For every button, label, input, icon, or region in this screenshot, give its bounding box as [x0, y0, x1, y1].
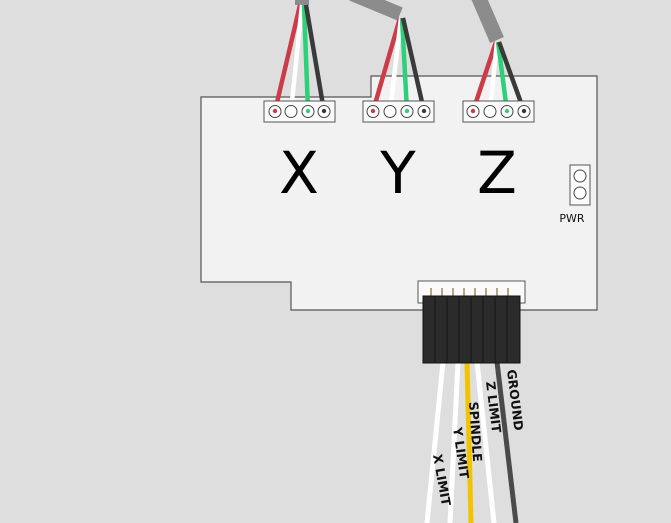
wire-label-spindle: SPINDLE — [466, 401, 485, 462]
wire-label-y-limit: Y LIMIT — [450, 425, 472, 480]
axis-label-y: Y — [379, 139, 416, 207]
y-motor-header — [362, 100, 435, 123]
power-header — [569, 164, 591, 206]
limit-connector-block — [422, 295, 521, 364]
power-label: PWR — [559, 212, 585, 225]
limit-harness-wires — [424, 361, 519, 523]
wire-label-z-limit: Z LIMIT — [483, 381, 504, 435]
z-motor-cable — [470, 0, 527, 112]
controller-board — [200, 75, 598, 311]
axis-label-z: Z — [477, 139, 517, 207]
y-motor-cable — [349, 0, 427, 112]
wire-label-ground: GROUND — [504, 369, 526, 432]
x-motor-cable — [272, 0, 327, 112]
motor-wire-ends — [272, 108, 527, 114]
x-motor-header — [263, 100, 336, 123]
axis-label-x: X — [279, 139, 319, 207]
